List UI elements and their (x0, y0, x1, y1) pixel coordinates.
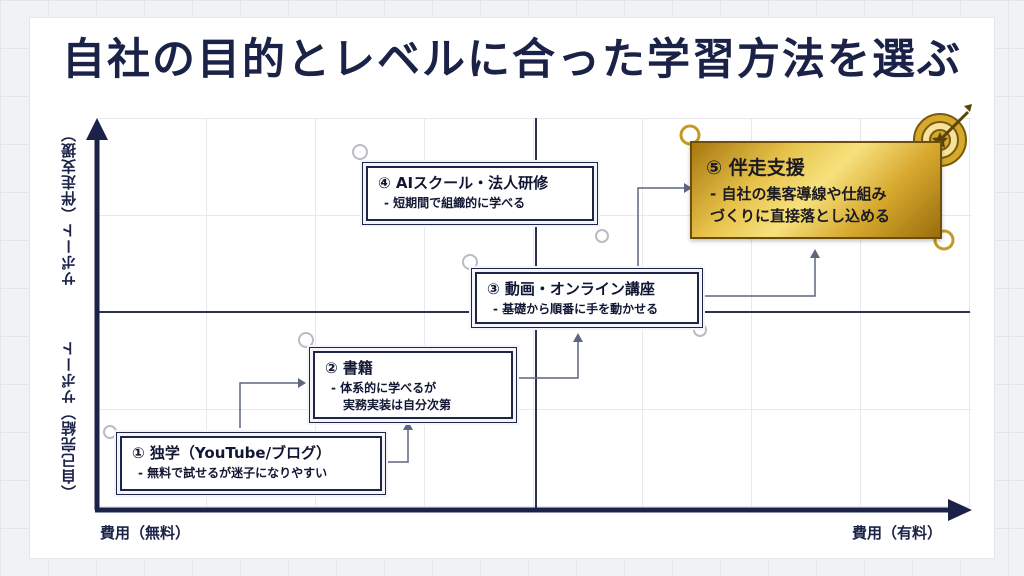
step-desc: - 短期間で組織的に学べる (384, 196, 526, 210)
connector-3-5b (700, 258, 816, 297)
y-axis-label-bottom: （自己完結）サポート (60, 340, 78, 500)
step-title: ① 独学（YouTube/ブログ） (132, 444, 332, 462)
step-box-5: ⑤ 伴走支援 - 自社の集客導線や仕組み づくりに直接落とし込める (690, 141, 942, 239)
step-title: ④ AIスクール・法人研修 (378, 174, 549, 192)
step-box-4: ④ AIスクール・法人研修 - 短期間で組織的に学べる (362, 162, 598, 225)
step-title: ⑤ 伴走支援 (706, 157, 805, 179)
step-desc: - 無料で試せるが迷子になりやすい (138, 466, 328, 480)
x-axis-label-right: 費用（有料） (852, 524, 943, 542)
step-box-3: ③ 動画・オンライン講座 - 基礎から順番に手を動かせる (471, 268, 703, 328)
x-axis-label-left: 費用（無料） (100, 524, 191, 542)
step-title: ③ 動画・オンライン講座 (487, 280, 655, 298)
gear-icon (103, 144, 707, 439)
step-desc: - 自社の集客導線や仕組み (710, 185, 887, 203)
connector-1-2b (383, 430, 409, 463)
connector-lines (239, 187, 816, 463)
y-axis-arrowhead (86, 118, 108, 140)
connector-arrowheads (298, 183, 820, 430)
connector-2-3 (513, 342, 579, 379)
connector-3-5 (637, 187, 684, 276)
step-box-1: ① 独学（YouTube/ブログ） - 無料で試せるが迷子になりやすい (116, 432, 386, 495)
step-desc: 実務実装は自分次第 (343, 398, 452, 412)
step-desc: - 基礎から順番に手を動かせる (493, 302, 659, 316)
step-title: ② 書籍 (325, 359, 373, 377)
connector-1-2 (239, 382, 298, 428)
y-axis-label-top: サポート（伴走支援） (60, 126, 78, 286)
step-desc: づくりに直接落とし込める (710, 207, 891, 225)
step-desc: - 体系的に学べるが (331, 381, 437, 395)
step-box-2: ② 書籍 - 体系的に学べるが 実務実装は自分次第 (309, 347, 517, 423)
x-axis-arrowhead (948, 499, 972, 521)
page-title: 自社の目的とレベルに合った学習方法を選ぶ (62, 35, 962, 85)
